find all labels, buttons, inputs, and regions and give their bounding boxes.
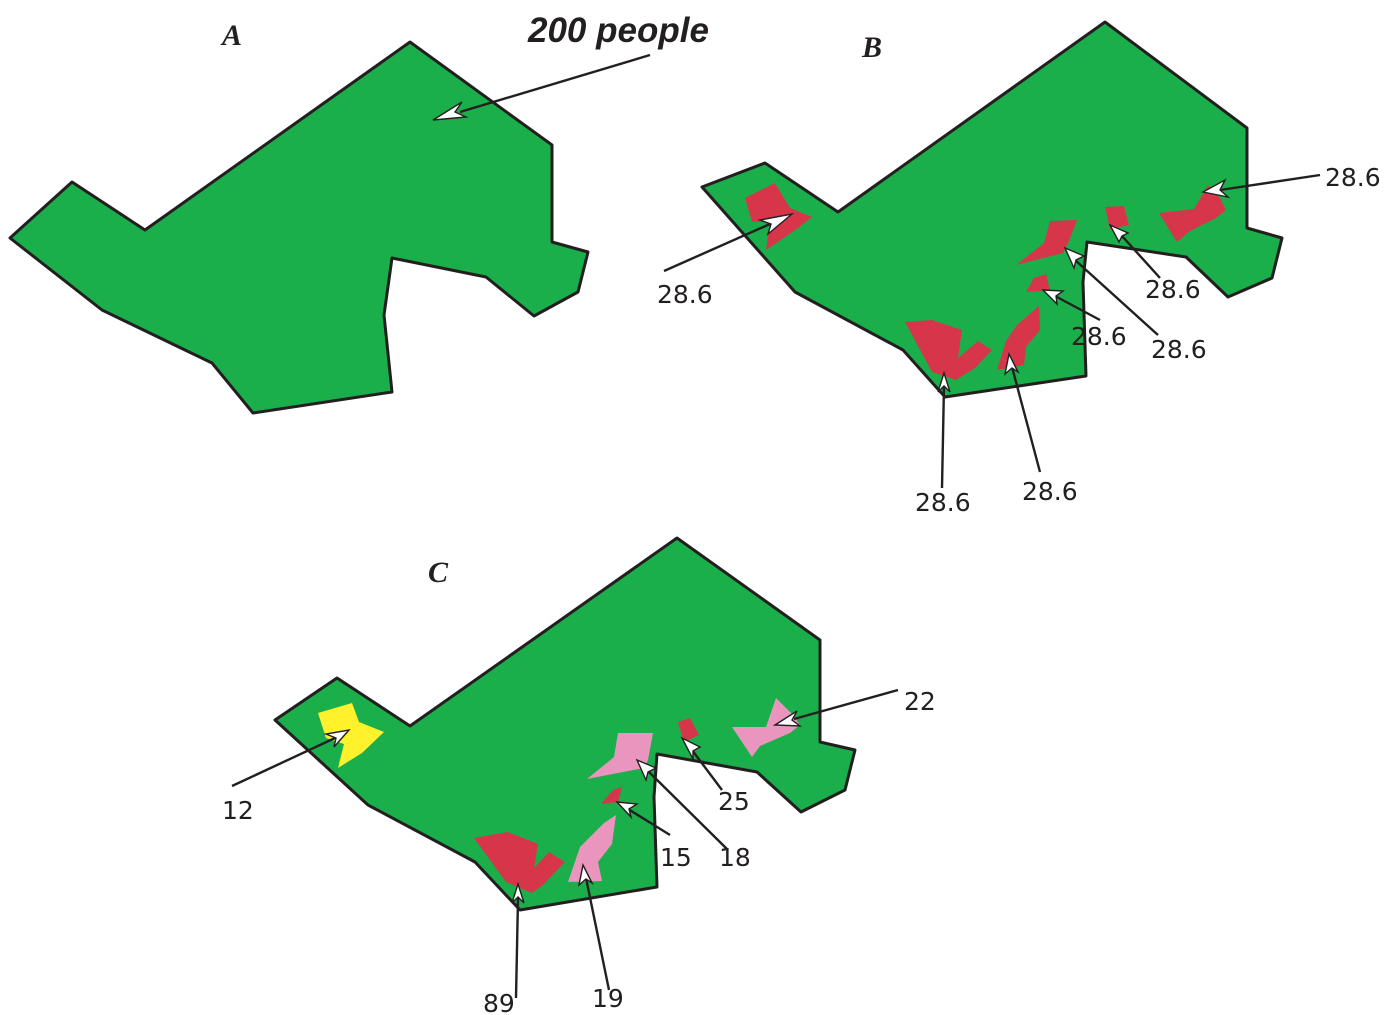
panel-b: B 28.6 28.6 28.6 28.6 28.6 28.6 28.6 (657, 20, 1381, 517)
panel-b-value-2: 28.6 (1325, 163, 1381, 192)
panel-c-value-19: 19 (592, 984, 624, 1013)
panel-c-value-22: 22 (904, 687, 936, 716)
panel-c-region-outline (273, 536, 857, 912)
panel-c-arrow-89 (511, 881, 525, 999)
panel-b-value-4: 28.6 (1071, 322, 1127, 351)
panel-c-arrow-22 (772, 688, 899, 727)
panel-b-arrow-2 (1200, 173, 1321, 199)
panel-b-hotspot-3 (1105, 206, 1129, 229)
panel-b-value-1: 28.6 (657, 280, 713, 309)
panel-c-arrow-18 (635, 758, 729, 851)
panel-c-value-89: 89 (483, 989, 515, 1015)
panel-a-region-outline (8, 40, 590, 415)
panel-a-label: A (220, 19, 242, 52)
panel-b-arrow-3 (1108, 223, 1161, 279)
panel-b-hotspot-7 (905, 320, 992, 380)
panel-c-label: C (428, 556, 449, 589)
panel-a: A 200 people (8, 11, 709, 415)
panel-b-hotspot-4 (1016, 220, 1077, 265)
panel-b-hotspot-2 (1159, 185, 1226, 242)
panel-b-arrow-1 (663, 212, 795, 273)
panel-c-value-15: 15 (660, 843, 692, 872)
panel-b-value-6: 28.6 (1022, 477, 1078, 506)
panel-c-value-18: 18 (719, 843, 751, 872)
panel-b-arrow-5 (1041, 289, 1101, 322)
panel-b-value-7: 28.6 (915, 488, 971, 517)
panel-b-arrow-6 (1003, 351, 1042, 473)
panel-b-arrow-4 (1063, 246, 1159, 336)
panel-b-value-3: 28.6 (1145, 275, 1201, 304)
panel-b-value-5: 28.6 (1151, 335, 1207, 364)
panel-c-arrow-25 (680, 736, 723, 791)
panel-c-hotspot-yellow (318, 703, 384, 768)
panel-c-arrow-19 (577, 862, 611, 991)
panel-c-hotspot-pink-2 (587, 733, 653, 779)
panel-c-hotspot-pink-3 (568, 815, 616, 882)
panel-c-arrow-12 (231, 728, 351, 788)
panel-c: C 12 89 19 15 18 25 22 (222, 536, 936, 1015)
panel-c-hotspot-red-1 (678, 718, 699, 742)
panel-b-label: B (861, 31, 882, 64)
panel-c-hotspot-red-2 (601, 787, 622, 804)
panel-c-arrow-15 (615, 801, 671, 837)
panel-c-value-25: 25 (718, 787, 750, 816)
panel-b-region-outline (700, 20, 1284, 399)
panel-b-arrow-7 (937, 370, 951, 489)
panel-a-arrow (432, 53, 651, 121)
panel-b-hotspot-6 (997, 306, 1040, 370)
panel-b-hotspot-5 (1026, 274, 1050, 292)
panel-c-hotspot-pink-1 (732, 698, 800, 757)
panel-c-hotspot-red-3 (474, 832, 565, 893)
panel-c-value-12: 12 (222, 796, 254, 825)
panel-a-annotation: 200 people (527, 11, 709, 50)
